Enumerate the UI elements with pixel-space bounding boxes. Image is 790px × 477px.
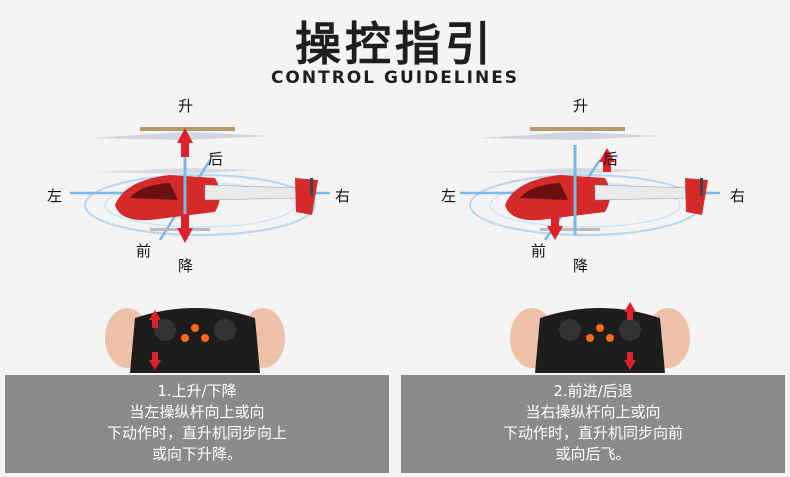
helicopter-diagram (460, 127, 720, 241)
caption-text: 下动作时，直升机同步向上 (106, 424, 287, 442)
page-title: 操控指引 (295, 17, 495, 71)
label-right: 右 (335, 187, 351, 205)
caption-text: 或向后飞。 (555, 445, 631, 463)
caption-heading: 2.前进/后退 (553, 382, 633, 400)
caption-text: 下动作时，直升机同步向前 (502, 424, 683, 442)
label-up: 升 (178, 97, 194, 115)
caption-text: 当右操纵杆向上或向 (525, 403, 661, 421)
label-back: 后 (603, 150, 619, 168)
page-subtitle: CONTROL GUIDELINES (270, 68, 520, 88)
label-down: 降 (573, 257, 589, 275)
caption-text: 当左操纵杆向上或向 (129, 403, 265, 421)
controller-left-stick-illustration (105, 308, 285, 373)
label-front: 前 (531, 242, 547, 260)
label-right: 右 (730, 187, 746, 205)
label-front: 前 (136, 242, 152, 260)
controller-right-stick-illustration (510, 302, 690, 373)
caption-text: 或向下升降。 (151, 445, 242, 463)
label-left: 左 (441, 187, 457, 205)
label-up: 升 (573, 97, 589, 115)
helicopter-diagram (70, 127, 330, 243)
label-left: 左 (47, 187, 63, 205)
caption-up-down: 1.上升/下降 当左操纵杆向上或向 下动作时，直升机同步向上 或向下升降。 (5, 375, 389, 473)
caption-forward-back: 2.前进/后退 当右操纵杆向上或向 下动作时，直升机同步向前 或向后飞。 (401, 375, 785, 473)
label-down: 降 (178, 257, 194, 275)
caption-heading: 1.上升/下降 (157, 382, 237, 400)
panel-up-down: 升 后 左 右 前 降 (0, 0, 395, 373)
panel-forward-back: 升 后 左 右 前 降 (395, 0, 790, 373)
label-back: 后 (208, 150, 224, 168)
